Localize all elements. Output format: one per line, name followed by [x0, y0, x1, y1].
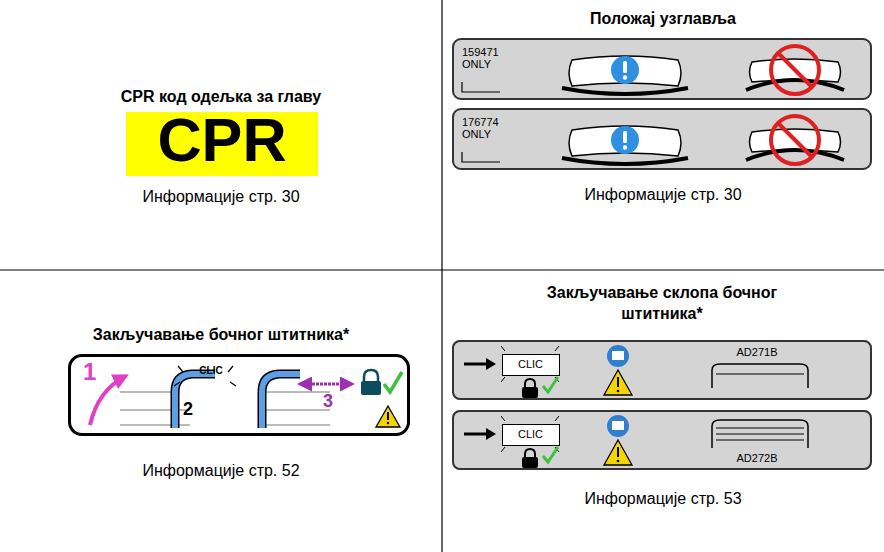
part-number: 159471 ONLY [462, 46, 510, 70]
click-box: CLIC [502, 354, 560, 376]
cell-heading: Закључавање бочног штитника* [0, 324, 442, 345]
cell-heading: Положај узглавља [442, 8, 884, 29]
click-text: CLIC [503, 358, 558, 371]
click-box: CLIC [502, 424, 560, 446]
headrest-label: 159471 ONLY [452, 38, 872, 100]
page-reference: Информације стр. 30 [0, 186, 442, 207]
siderail-lock-box: 1 CLIC 2 3 [68, 354, 410, 436]
step-number: 3 [323, 391, 339, 411]
page-reference: Информације стр. 52 [0, 460, 442, 481]
page-reference: Информације стр. 53 [442, 488, 884, 509]
cpr-code-box: CPR [126, 112, 318, 176]
step-number: 1 [83, 359, 103, 385]
part-number: 176774 ONLY [462, 116, 510, 140]
page-reference: Информације стр. 30 [442, 184, 884, 205]
click-text: CLIC [503, 428, 558, 441]
step-number: 2 [183, 399, 199, 419]
cpr-code: CPR [126, 112, 318, 170]
headrest-label: 176774 ONLY [452, 108, 872, 170]
cell-heading: Закључавање склопа бочног штитника* [512, 282, 812, 324]
part-number: AD272B [712, 452, 802, 465]
siderail-assembly-label: AD271B CLIC [452, 340, 872, 400]
siderail-assembly-label: AD272B CLIC [452, 410, 872, 470]
part-number: AD271B [712, 346, 802, 359]
click-text: CLIC [189, 365, 233, 377]
cell-heading: CPR код одељка за главу [0, 86, 442, 107]
